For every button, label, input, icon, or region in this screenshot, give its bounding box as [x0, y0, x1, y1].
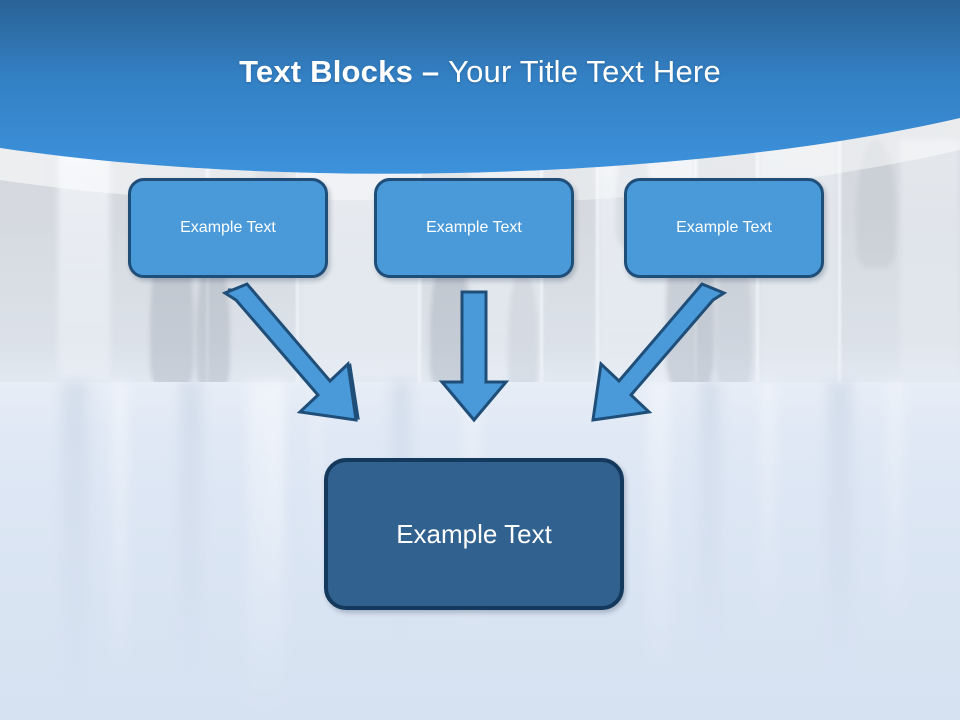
arrow-left-diagonal-group	[221, 282, 358, 422]
result-text-block-label: Example Text	[396, 518, 552, 549]
result-text-block[interactable]: Example Text	[324, 458, 624, 610]
text-block-3-label: Example Text	[676, 219, 772, 236]
page-title-regular: Your Title Text Here	[448, 54, 721, 89]
text-block-2-label: Example Text	[426, 219, 522, 236]
text-block-2[interactable]: Example Text	[374, 178, 574, 278]
text-block-1-label: Example Text	[180, 219, 276, 236]
text-block-3[interactable]: Example Text	[624, 178, 824, 278]
page-title: Text Blocks – Your Title Text Here	[0, 52, 960, 92]
arrow-right-diagonal-icon	[591, 282, 728, 422]
arrow-right-diagonal-group	[591, 282, 728, 422]
page-title-bold: Text Blocks –	[239, 54, 449, 89]
text-block-1[interactable]: Example Text	[128, 178, 328, 278]
arrow-center-straight-icon	[438, 290, 510, 423]
